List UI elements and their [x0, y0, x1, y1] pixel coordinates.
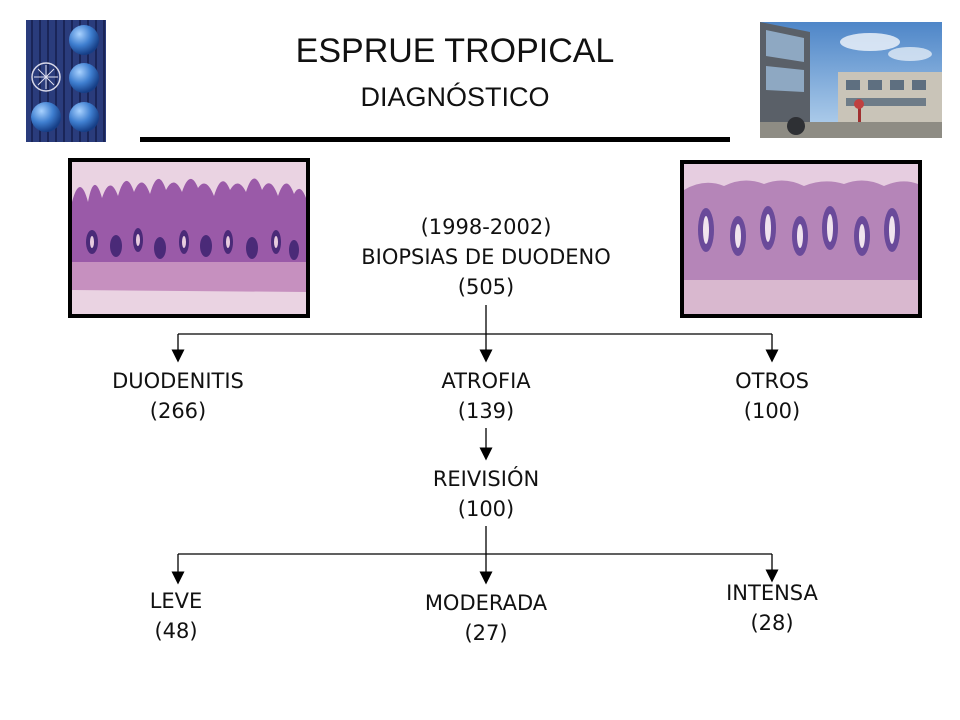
title-underline	[140, 137, 730, 142]
node-label: REIVISIÓN	[432, 467, 540, 491]
node-count: (100)	[743, 399, 801, 423]
root-label: BIOPSIAS DE DUODENO	[361, 245, 611, 269]
node-label: ATROFIA	[441, 369, 531, 393]
node-root: (1998-2002) BIOPSIAS DE DUODENO (505)	[326, 212, 646, 302]
node-label: LEVE	[149, 589, 203, 613]
node-duodenitis: DUODENITIS (266)	[78, 366, 278, 426]
node-otros: OTROS (100)	[672, 366, 872, 426]
node-atrofia: ATROFIA (139)	[386, 366, 586, 426]
histology-image-right	[680, 160, 922, 318]
node-label: OTROS	[735, 369, 809, 393]
node-label: INTENSA	[726, 581, 818, 605]
page-subtitle: DIAGNÓSTICO	[360, 82, 550, 112]
node-count: (27)	[464, 621, 508, 645]
node-count: (139)	[457, 399, 515, 423]
root-count: (505)	[457, 275, 515, 299]
histology-image-left	[68, 158, 310, 318]
node-revision: REIVISIÓN (100)	[386, 464, 586, 524]
node-count: (48)	[154, 619, 198, 643]
node-count: (266)	[149, 399, 207, 423]
node-leve: LEVE (48)	[76, 586, 276, 646]
root-period: (1998-2002)	[420, 215, 552, 239]
node-moderada: MODERADA (27)	[386, 588, 586, 648]
institution-logo	[26, 20, 106, 142]
node-count: (28)	[750, 611, 794, 635]
page-title: ESPRUE TROPICAL	[295, 32, 615, 70]
node-intensa: INTENSA (28)	[672, 578, 872, 638]
node-count: (100)	[457, 497, 515, 521]
hospital-building-photo	[760, 22, 942, 138]
node-label: MODERADA	[424, 591, 548, 615]
node-label: DUODENITIS	[112, 369, 244, 393]
